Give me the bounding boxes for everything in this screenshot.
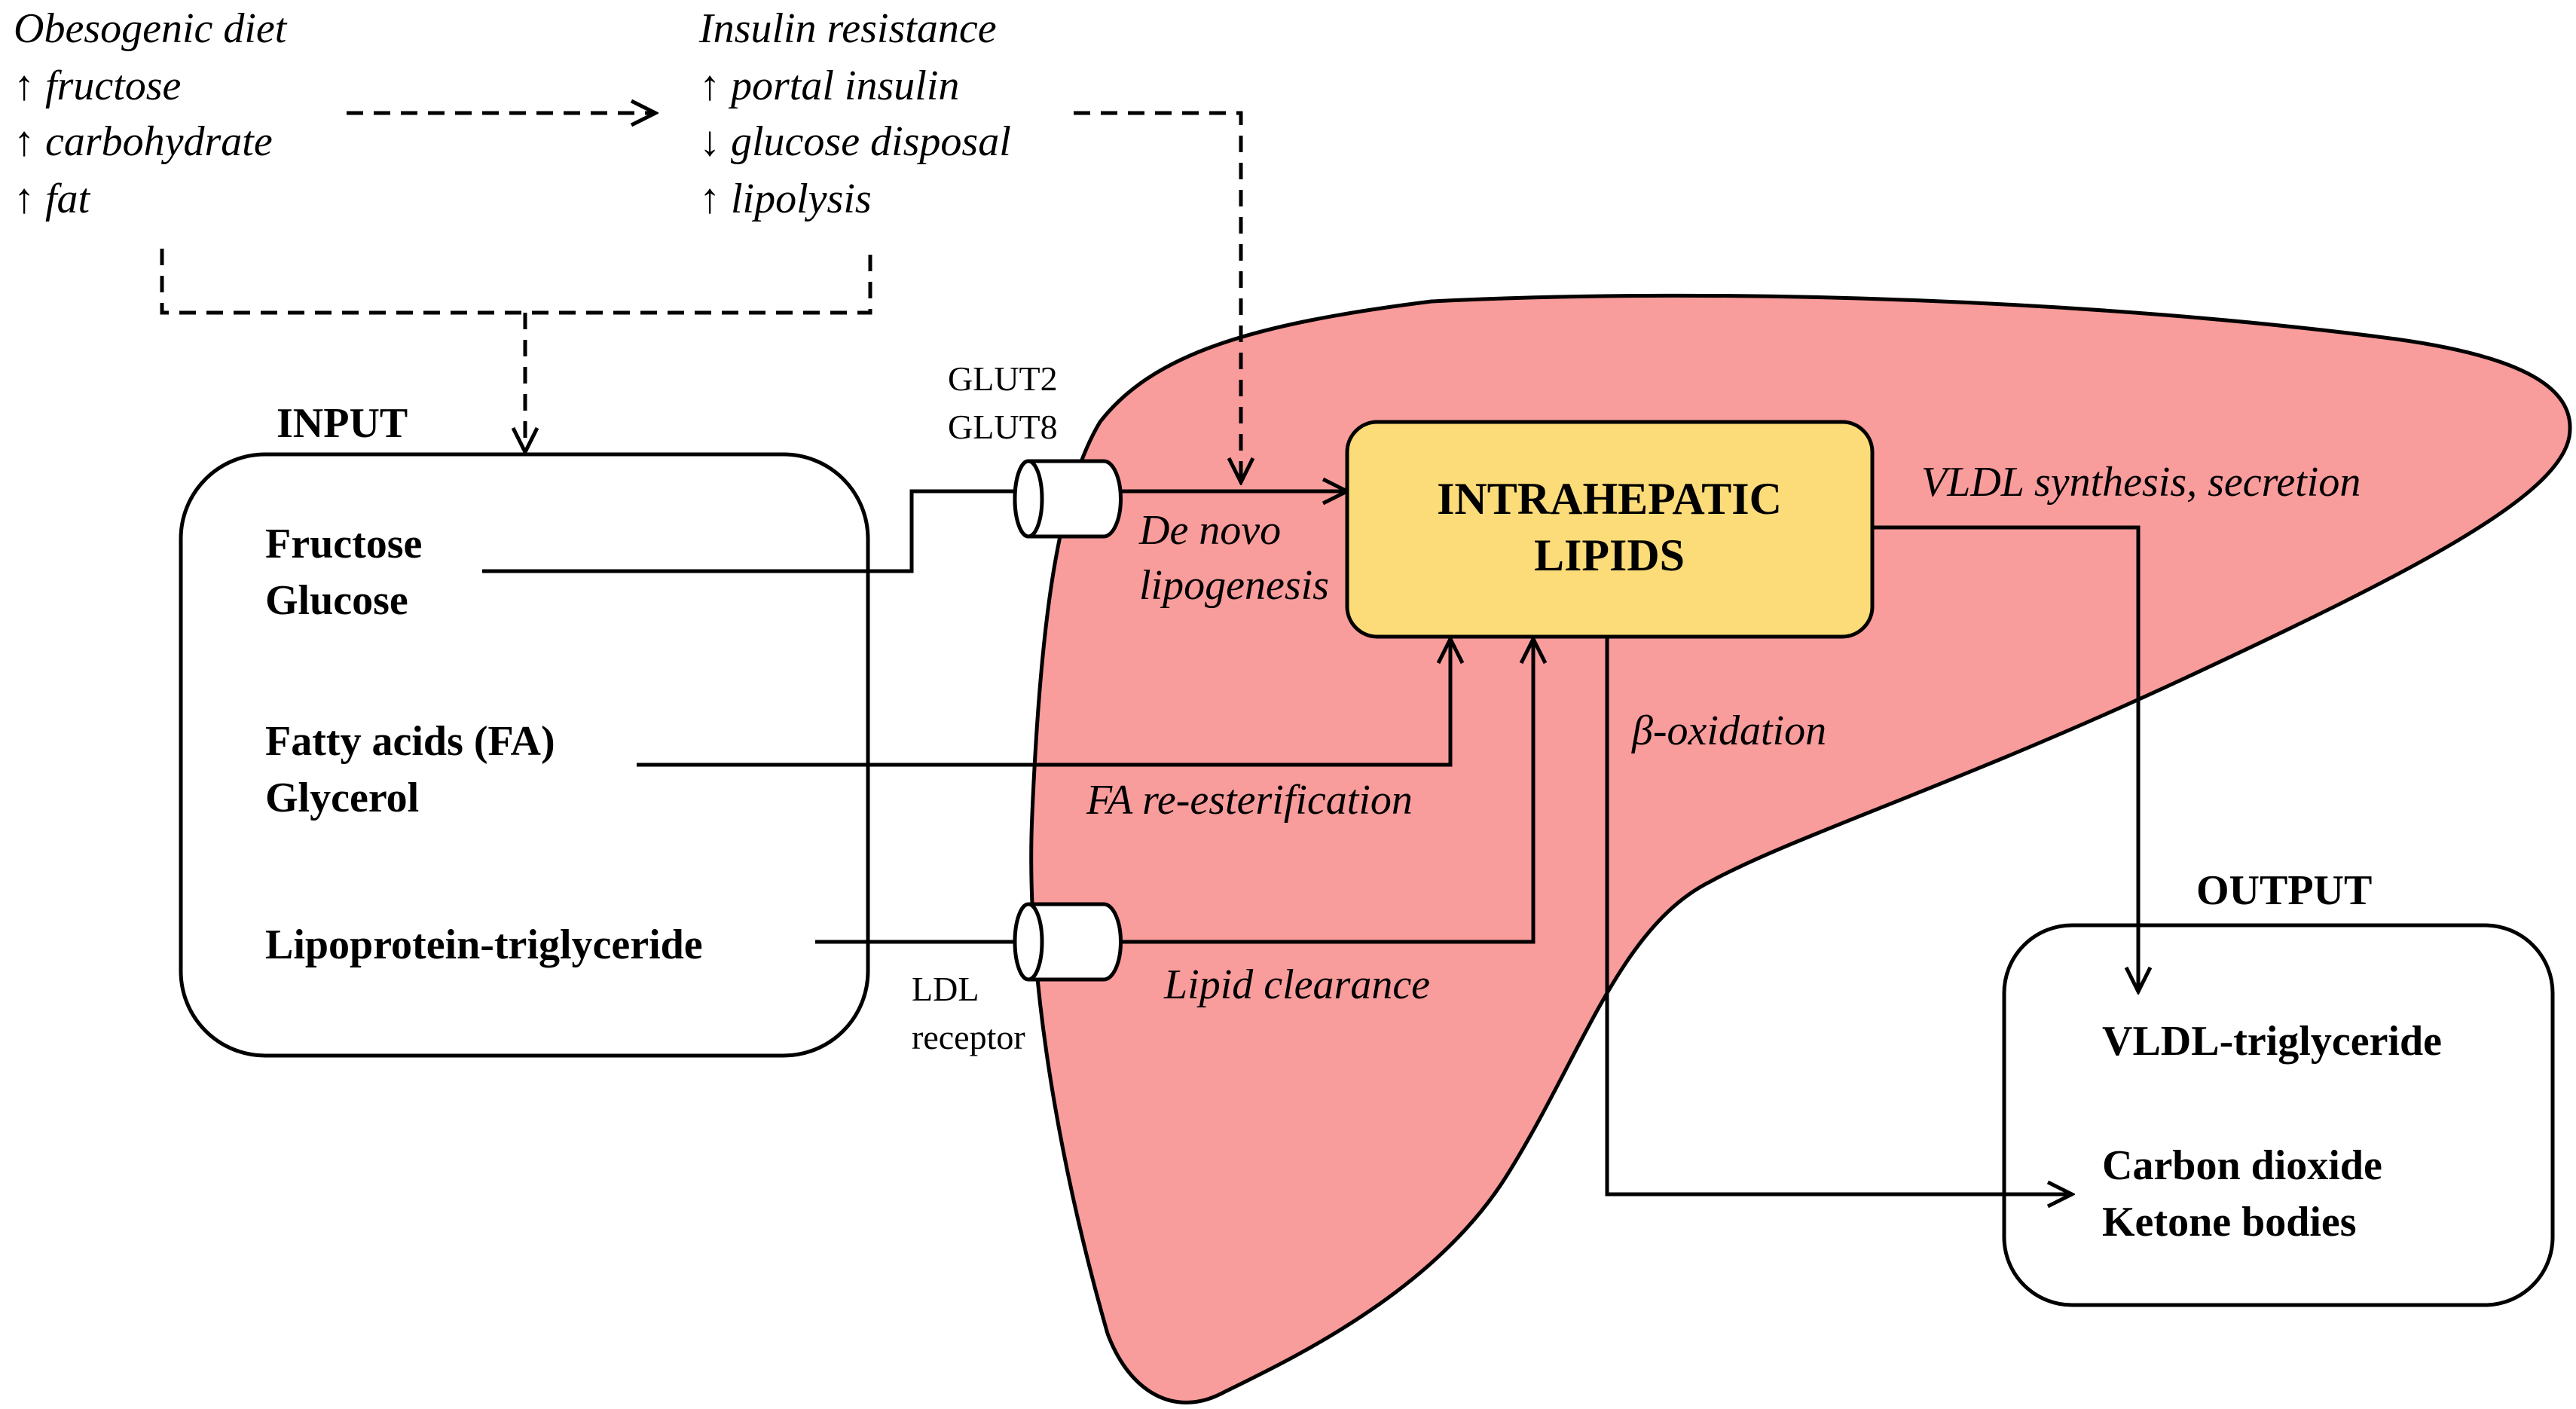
input-label: INPUT [277,400,408,447]
input-item-glycerol: Glycerol [265,775,419,821]
insulin-item-lipolysis: ↑ lipolysis [699,176,872,222]
beta-oxidation-label: β-oxidation [1631,708,1826,754]
diet-item-fat: ↑ fat [14,176,91,222]
sugar-uptake-line [482,489,1017,573]
diet-item-carbohydrate: ↑ carbohydrate [14,118,273,165]
ldl-receptor-transporter [1013,902,1123,982]
ldl-label: LDL [912,970,979,1008]
flow-lines [482,491,2138,1194]
dashed-influence-arrows [160,111,1241,482]
fa-reesterification-label: FA re-esterification [1086,777,1413,824]
receptor-label: receptor [912,1018,1025,1056]
diet-title: Obesogenic diet [14,5,288,52]
glut8-label: GLUT8 [948,408,1058,446]
lipids-title-line2: LIPIDS [1534,530,1685,580]
vldl-secretion-arrow [1872,525,2138,992]
beta-oxidation-arrow [1605,637,2072,1194]
insulin-title: Insulin resistance [698,5,997,52]
insulin-item-portal: ↑ portal insulin [699,63,959,109]
input-item-fatty-acids: Fatty acids (FA) [265,718,555,765]
output-box [2002,923,2555,1307]
factors-to-input-connector [160,249,872,315]
output-item-ketones: Ketone bodies [2102,1199,2357,1245]
vldl-synthesis-label: VLDL synthesis, secretion [1921,459,2361,506]
glut2-label: GLUT2 [948,359,1058,398]
lipid-clearance-arrow [1115,639,1533,944]
insulin-item-disposal: ↓ glucose disposal [699,118,1011,165]
diet-item-fructose: ↑ fructose [14,63,181,109]
insulin-to-dnl-arrow [1074,111,1241,482]
glut-transporter [1013,459,1123,539]
output-label: OUTPUT [2196,867,2372,914]
input-item-glucose: Glucose [265,577,408,624]
input-box [179,452,870,1058]
output-item-vldl: VLDL-triglyceride [2102,1018,2442,1065]
output-item-co2: Carbon dioxide [2102,1142,2382,1189]
intrahepatic-lipids-box [1345,420,1875,639]
lipid-clearance-label: Lipid clearance [1163,961,1430,1008]
input-item-lipoprotein: Lipoprotein-triglyceride [265,922,703,968]
dnl-label-line2: lipogenesis [1139,562,1329,609]
dnl-label-line1: De novo [1138,507,1281,554]
lipids-title-line1: INTRAHEPATIC [1437,474,1782,524]
input-item-fructose: Fructose [265,521,422,567]
fa-reesterification-arrow [637,639,1450,767]
